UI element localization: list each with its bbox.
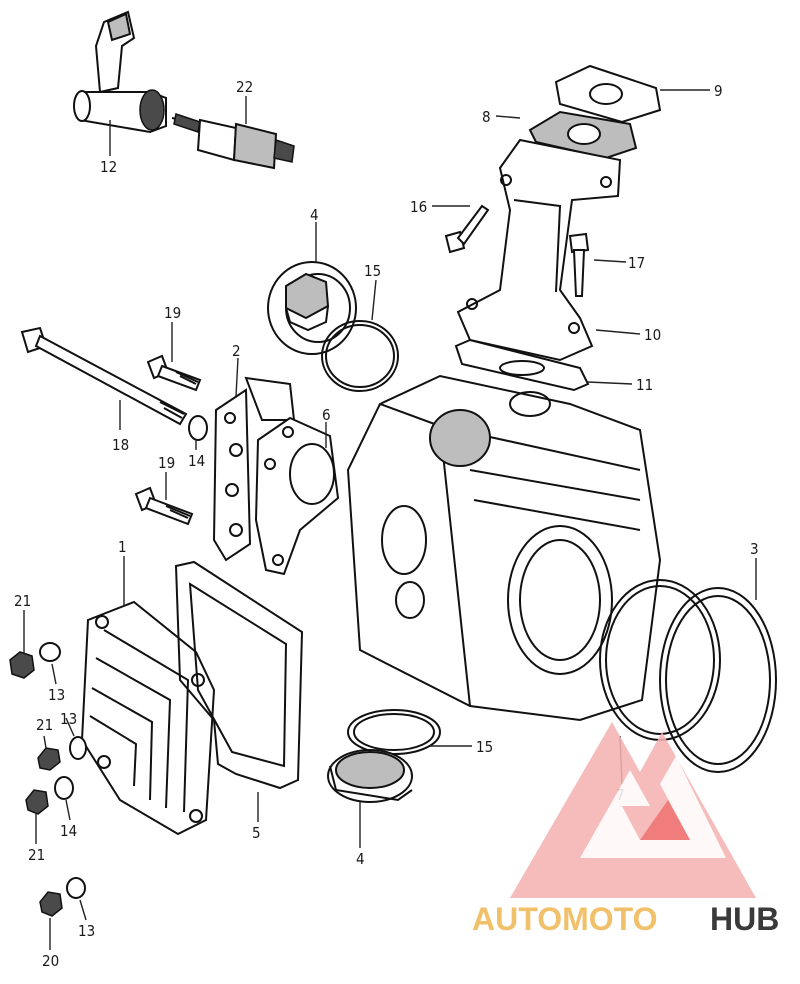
washer-upper-part — [188, 415, 208, 441]
callout-8: 8 — [482, 108, 491, 126]
side-gasket-part — [254, 416, 340, 576]
o-ring-top-part — [321, 320, 399, 392]
nut-lower-part — [25, 789, 49, 815]
head-cover-gasket-part — [174, 560, 304, 790]
callout-12: 12 — [100, 158, 117, 176]
washer-13-upper-part — [39, 642, 61, 662]
watermark-word-hub: HUB — [710, 901, 779, 937]
washer-13-middle-part — [69, 736, 87, 760]
callout-3: 3 — [750, 540, 759, 558]
spark-plug-cap-part — [73, 10, 167, 134]
callout-21-middle: 21 — [36, 716, 53, 734]
callout-2: 2 — [232, 342, 241, 360]
long-bolt-part — [20, 326, 188, 426]
callout-20: 20 — [42, 952, 59, 970]
bolt-17-part — [568, 232, 590, 297]
callout-14-upper: 14 — [188, 452, 205, 470]
callout-18: 18 — [112, 436, 129, 454]
callout-19-upper: 19 — [164, 304, 181, 322]
watermark-logo — [510, 722, 756, 898]
bolt-upper-part — [146, 354, 202, 392]
watermark-word-automoto: AUTOMOTO — [472, 901, 657, 937]
callout-13-lower: 13 — [78, 922, 95, 940]
callout-15-top: 15 — [364, 262, 381, 280]
nut-middle-part — [37, 747, 61, 771]
callout-9: 9 — [714, 82, 723, 100]
callout-labels: 1 2 3 4 4 5 6 7 8 9 10 11 12 13 13 13 14… — [14, 78, 759, 970]
callout-22: 22 — [236, 78, 253, 96]
callout-6: 6 — [322, 406, 331, 424]
callout-21-upper: 21 — [14, 592, 31, 610]
watermark-text: AUTOMOTO HUB — [472, 901, 779, 937]
callout-4-bottom: 4 — [356, 850, 365, 868]
o-ring-lower-part — [347, 709, 441, 755]
side-cover-part — [212, 376, 296, 562]
intake-gasket-part — [454, 338, 590, 392]
callout-5: 5 — [252, 824, 261, 842]
watermark-triangle-inner — [580, 756, 726, 858]
cylinder-head-part — [346, 374, 662, 722]
leader-lines — [23, 89, 757, 950]
nut-20-part — [39, 891, 63, 917]
washer-13-lower-part — [66, 877, 86, 899]
watermark-triangle-accent — [640, 800, 690, 840]
callout-17: 17 — [628, 254, 645, 272]
callout-10: 10 — [644, 326, 661, 344]
insulator-part — [554, 64, 662, 124]
callout-4-top: 4 — [310, 206, 319, 224]
bolt-lower-part — [134, 486, 194, 526]
nut-upper-part — [9, 651, 35, 679]
callout-13-middle: 13 — [60, 710, 77, 728]
washer-14-lower-part — [54, 776, 74, 800]
callout-15-bottom: 15 — [476, 738, 493, 756]
callout-16: 16 — [410, 198, 427, 216]
head-cover-part — [80, 600, 216, 836]
callout-1: 1 — [118, 538, 127, 556]
tappet-cap-lower-part — [327, 749, 413, 803]
callout-19-lower: 19 — [158, 454, 175, 472]
tappet-cap-top-part — [267, 261, 357, 355]
spark-plug-part — [171, 113, 295, 170]
callout-14-lower: 14 — [60, 822, 77, 840]
callout-13-upper: 13 — [48, 686, 65, 704]
bolt-16-part — [444, 204, 490, 254]
intake-pipe-part — [456, 138, 622, 362]
callout-21-lower: 21 — [28, 846, 45, 864]
callout-11: 11 — [636, 376, 653, 394]
